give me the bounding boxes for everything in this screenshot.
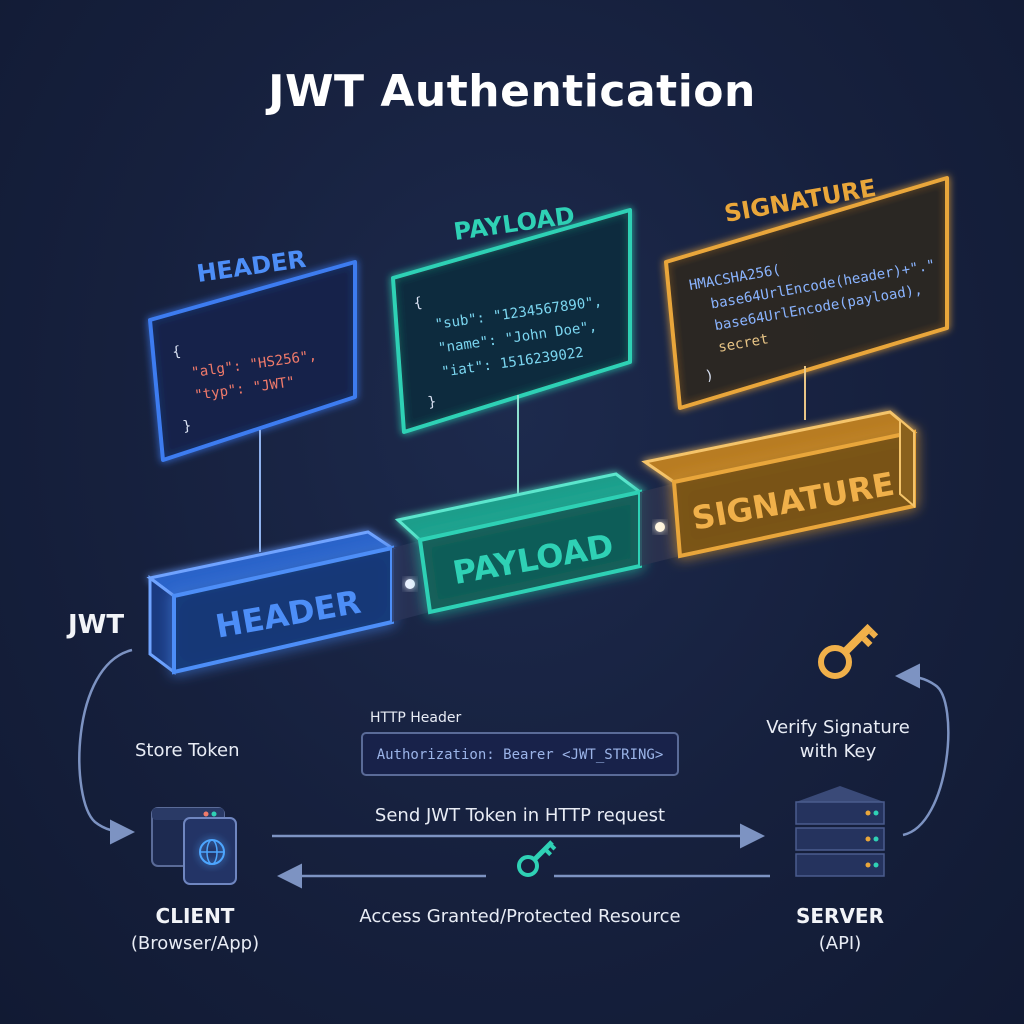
joint-dot-1	[405, 579, 415, 589]
page-title: JWT Authentication	[268, 66, 756, 117]
access-label: Access Granted/Protected Resource	[359, 906, 680, 927]
header-code-line-1: {	[171, 344, 182, 361]
signature-code-line-5: )	[704, 367, 715, 384]
store-token-arrow	[78, 648, 135, 845]
key-icon	[818, 623, 879, 679]
header-card-frame	[148, 260, 357, 462]
http-header-value: Authorization: Bearer <JWT_STRING>	[377, 747, 664, 763]
joint-dot-2	[655, 522, 665, 532]
client-sub: (Browser/App)	[131, 933, 259, 954]
client-icon	[151, 807, 237, 885]
signature-card-frame	[664, 176, 949, 410]
access-key-icon	[517, 840, 557, 877]
jwt-label: JWT	[66, 610, 124, 640]
payload-code-line-5: }	[427, 394, 438, 411]
header-block: HEADER	[146, 530, 396, 675]
payload-card-frame	[391, 208, 632, 434]
send-label: Send JWT Token in HTTP request	[375, 805, 665, 826]
server-sub: (API)	[819, 933, 862, 954]
payload-block: PAYLOAD	[394, 472, 644, 615]
http-header-box	[361, 732, 679, 776]
http-header-label: HTTP Header	[370, 710, 461, 726]
verify-label-line-1: Verify Signature	[766, 717, 910, 738]
signature-block: SIGNATURE	[641, 410, 918, 559]
server-icon	[795, 786, 885, 877]
verify-arrow	[895, 663, 950, 837]
verify-label-line-2: with Key	[800, 741, 877, 762]
payload-code-line-1: {	[413, 295, 424, 312]
client-name: CLIENT	[156, 904, 235, 928]
signature-card: SIGNATURE HMACSHA256( base64UrlEncode(he…	[664, 174, 949, 420]
server-name: SERVER	[796, 904, 884, 928]
header-code-line-4: }	[182, 418, 193, 435]
store-token-label: Store Token	[135, 740, 240, 761]
payload-card: PAYLOAD { "sub": "1234567890", "name": "…	[391, 201, 632, 494]
header-card: HEADER { "alg": "HS256", "typ": "JWT" }	[148, 245, 357, 552]
